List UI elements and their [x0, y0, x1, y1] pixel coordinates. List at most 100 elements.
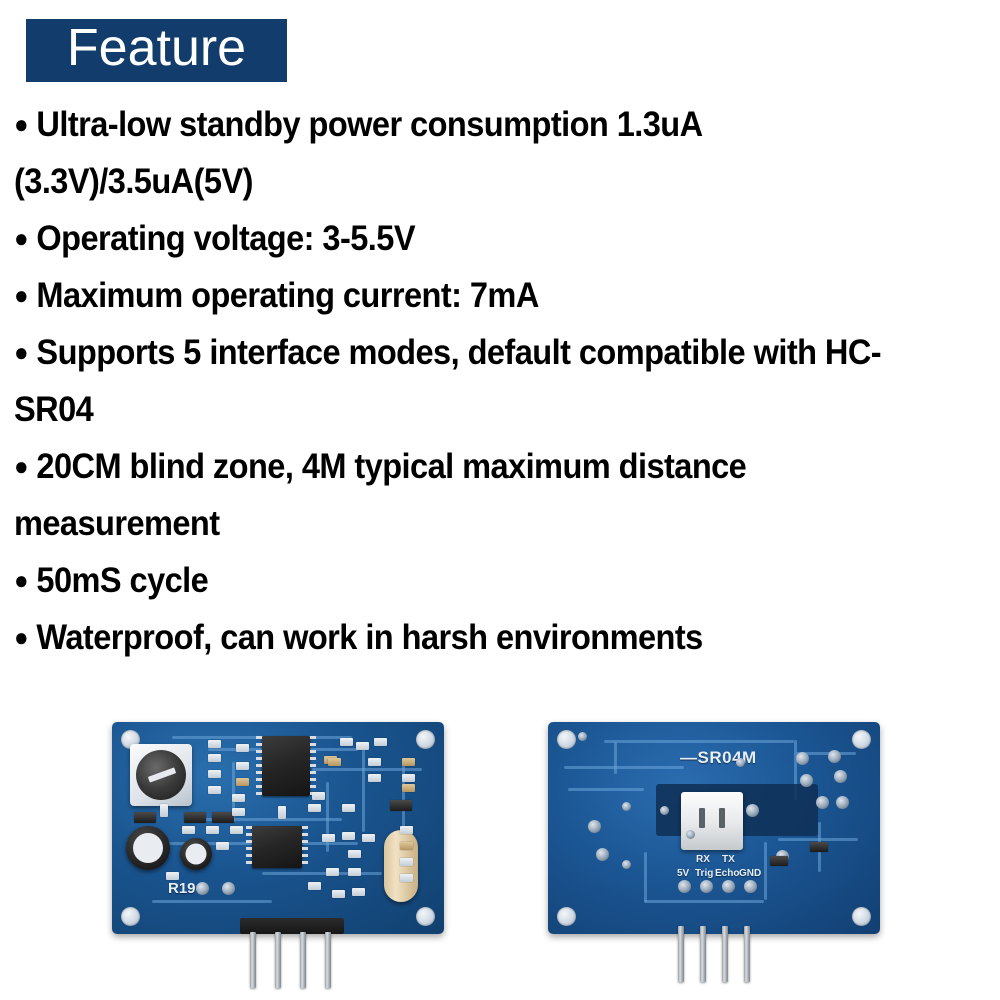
- pcb-trace: [402, 762, 405, 882]
- mounting-hole-icon: [852, 730, 871, 749]
- feature-item: ●Supports 5 interface modes, default com…: [14, 324, 918, 438]
- smd-component: [342, 804, 355, 812]
- pin-label-5v: 5V: [677, 868, 690, 879]
- solder-pad: [196, 882, 209, 895]
- smd-component: [348, 850, 361, 858]
- pin-label-tx: TX: [722, 854, 735, 865]
- bullet-icon: ●: [14, 280, 29, 310]
- solder-pad: [816, 796, 829, 809]
- smd-component: [182, 826, 195, 834]
- soic-chip-upper: [256, 736, 316, 796]
- transistor: [390, 800, 412, 811]
- smd-component: [308, 804, 321, 812]
- smd-component: [332, 890, 345, 898]
- pcb-trace: [604, 740, 794, 743]
- pcb-trace: [564, 766, 684, 769]
- smd-component: [400, 842, 413, 850]
- smd-component: [208, 740, 221, 748]
- pcb-trace: [794, 740, 797, 800]
- smd-component: [236, 778, 249, 786]
- smd-component: [166, 872, 179, 880]
- smd-component: [368, 774, 381, 782]
- feature-item-text: Ultra-low standby power consumption 1.3u…: [14, 105, 702, 201]
- pin-header-leg: [275, 932, 281, 988]
- solder-pad: [736, 758, 745, 767]
- bullet-icon: ●: [14, 565, 29, 595]
- pcb-trace: [152, 900, 272, 903]
- smd-component: [400, 874, 413, 882]
- feature-item: ●Operating voltage: 3-5.5V: [14, 210, 918, 267]
- mounting-hole-icon: [557, 730, 576, 749]
- solder-pad: [796, 752, 809, 765]
- bullet-icon: ●: [14, 337, 29, 367]
- smd-component: [362, 834, 375, 842]
- feature-item: ●50mS cycle: [14, 552, 918, 609]
- electrolytic-capacitor: [180, 838, 212, 870]
- pcb-trace: [362, 742, 365, 832]
- smd-component: [368, 758, 381, 766]
- solder-pad: [588, 820, 601, 833]
- feature-item-text: 20CM blind zone, 4M typical maximum dist…: [14, 447, 747, 543]
- page-title-badge: Feature: [26, 19, 287, 82]
- feature-list: ● Ultra-low standby power consumption 1.3…: [14, 96, 986, 666]
- smd-component: [402, 758, 415, 766]
- solder-pad: [622, 802, 631, 811]
- pin-header-leg: [744, 926, 750, 982]
- feature-item-text: Operating voltage: 3-5.5V: [36, 219, 415, 258]
- solder-pad: [800, 774, 813, 787]
- solder-pad: [746, 804, 759, 817]
- pcb-trace: [614, 742, 617, 774]
- mounting-hole-icon: [557, 907, 576, 926]
- pin-header-leg: [325, 932, 331, 988]
- feature-item: ●Ultra-low standby power consumption 1.3…: [14, 96, 918, 210]
- smd-component: [208, 770, 221, 778]
- pin-header-leg: [250, 932, 256, 988]
- smd-component: [312, 792, 325, 800]
- smd-component: [232, 794, 245, 802]
- pin-label-echo: Echo: [715, 868, 740, 879]
- pcb-trace: [644, 900, 764, 903]
- solder-pad: [622, 860, 631, 869]
- solder-pad: [678, 880, 691, 893]
- bullet-icon: ●: [14, 622, 29, 652]
- smd-component: [216, 842, 229, 850]
- transistor: [212, 812, 234, 823]
- pin-header-leg: [300, 932, 306, 988]
- pin-header-leg: [678, 926, 684, 982]
- solder-pad: [744, 880, 757, 893]
- pin-header-leg: [722, 926, 728, 982]
- page-title: Feature: [66, 19, 247, 77]
- smd-component: [236, 762, 249, 770]
- solder-pad: [700, 880, 713, 893]
- smd-component: [308, 882, 321, 890]
- smd-component: [278, 806, 286, 819]
- smd-component: [402, 774, 415, 782]
- product-images: R19: [0, 706, 1000, 1000]
- silkscreen-model: —SR04M: [680, 748, 757, 767]
- transistor: [134, 812, 156, 823]
- pcb-trace: [232, 762, 235, 822]
- feature-item-text: Maximum operating current: 7mA: [36, 276, 539, 315]
- solder-pad: [722, 880, 735, 893]
- smd-component: [322, 834, 335, 842]
- smd-component: [352, 888, 365, 896]
- smd-component: [340, 738, 353, 746]
- pcb-trace: [312, 768, 422, 771]
- smd-component: [770, 856, 788, 866]
- smd-component: [208, 786, 221, 794]
- pin-header-strip: [240, 918, 344, 934]
- pcb-back-body: —SR04M: [548, 722, 880, 934]
- pin-label-rx: RX: [696, 854, 710, 865]
- crystal-oscillator: [384, 830, 418, 902]
- trimmer-slot-icon: [147, 767, 177, 783]
- solder-pad: [834, 770, 847, 783]
- smd-component: [236, 744, 249, 752]
- jst-pin-slot: [699, 808, 705, 828]
- smd-component: [400, 826, 413, 834]
- feature-item: ●Waterproof, can work in harsh environme…: [14, 609, 918, 666]
- smd-component: [402, 784, 415, 792]
- pin-label-gnd: GND: [739, 868, 762, 879]
- trimmer-potentiometer: [130, 744, 192, 806]
- capacitor-vent-icon: [133, 833, 163, 863]
